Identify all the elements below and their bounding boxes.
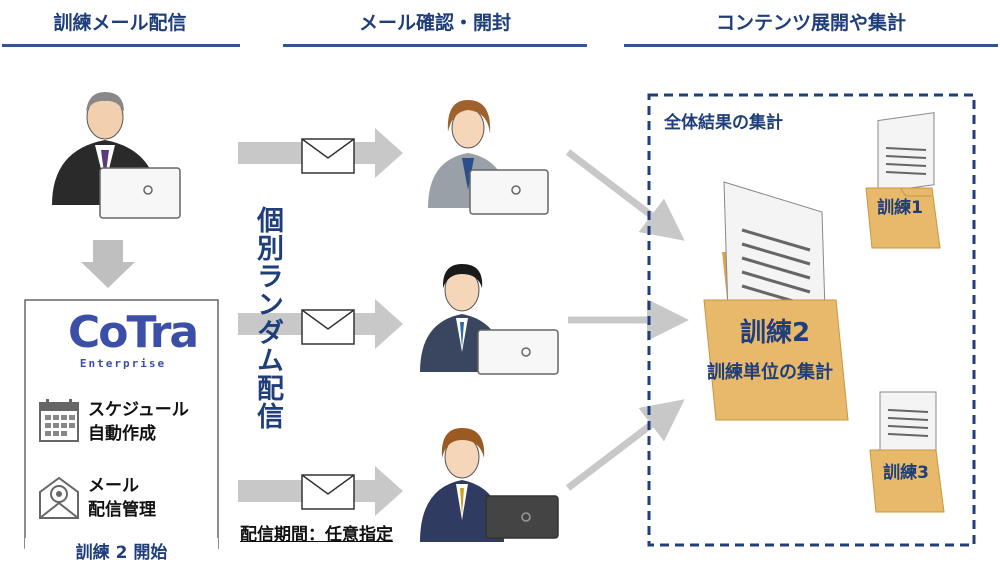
header-confirm: メール確認・開封: [358, 12, 511, 34]
header-confirm-line: [283, 44, 587, 47]
results-title: 全体結果の集計: [664, 113, 783, 133]
sender-person-icon: [52, 92, 181, 219]
folder-main-label: 訓練2: [739, 318, 811, 348]
converge-arrow-3: [565, 399, 685, 491]
folder-small-bottom-label: 訓練3: [883, 463, 929, 483]
cotra-logo: CoTra: [68, 307, 199, 358]
down-arrow: [81, 240, 135, 288]
results-box: [647, 93, 976, 547]
mail-arrow-2: [238, 299, 403, 349]
mail-at-icon: [39, 476, 79, 519]
schedule-label: スケジュール 自動作成: [88, 398, 189, 446]
schedule-line2: 自動作成: [88, 424, 156, 444]
folder-small-top-icon: [865, 112, 941, 249]
schedule-line1: スケジュール: [88, 400, 189, 420]
mail-arrow-1: [238, 128, 403, 178]
recipient-young-man-icon: [420, 428, 559, 542]
calendar-icon: [39, 399, 79, 442]
recipient-man-icon: [420, 264, 559, 375]
folder-small-bottom-icon: [869, 391, 945, 513]
header-send: 訓練メール配信: [53, 12, 187, 34]
cotra-logo-sub: Enterprise: [79, 357, 167, 370]
mail-line2: 配信管理: [88, 500, 156, 520]
folder-main-sublabel: 訓練単位の集計: [707, 362, 833, 383]
training-start-label: 訓練 2 開始: [25, 538, 218, 563]
header-send-line: [2, 44, 240, 47]
folder-small-top-label: 訓練1: [877, 198, 923, 218]
converge-arrow-1: [565, 149, 685, 241]
recipient-woman-icon: [428, 100, 549, 215]
folder-main-icon: [703, 181, 849, 421]
random-delivery-label: 個別ランダム配信: [252, 206, 283, 430]
header-deploy: コンテンツ展開や集計: [715, 12, 906, 34]
header-deploy-line: [624, 44, 998, 47]
mail-arrow-3: [238, 466, 403, 516]
mail-line1: メール: [88, 476, 139, 496]
delivery-period-label: 配信期間：任意指定: [240, 525, 393, 545]
mail-management-label: メール 配信管理: [88, 474, 156, 522]
